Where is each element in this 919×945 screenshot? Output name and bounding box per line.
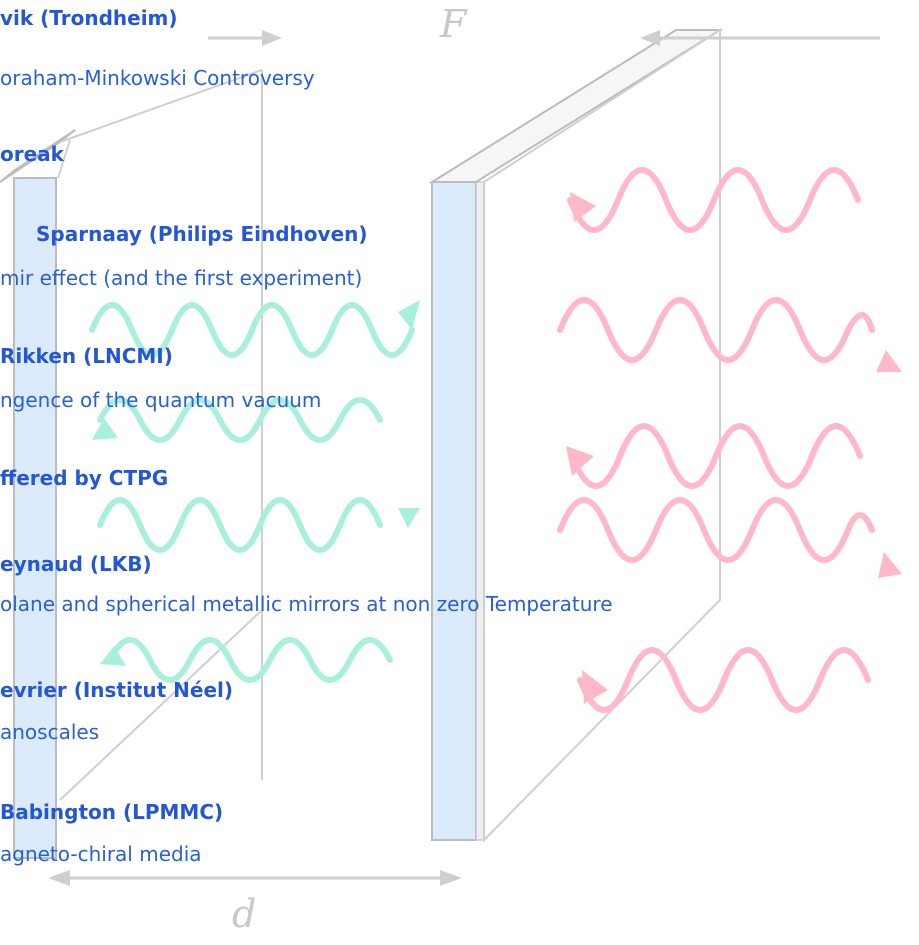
- outside-wave-5: [577, 647, 871, 713]
- speaker-name: Sparnaay (Philips Eindhoven): [36, 222, 368, 246]
- talk-title: olane and spherical metallic mirrors at …: [0, 592, 613, 616]
- outside-arrowhead-5: [582, 670, 608, 704]
- inside-arrowhead-1: [398, 300, 420, 330]
- speaker-name: oreak: [0, 142, 64, 166]
- talk-title: anoscales: [0, 720, 100, 744]
- outside-waves: [557, 167, 902, 713]
- speaker-name: evrier (Institut Néel): [0, 678, 234, 702]
- inside-arrowhead-2: [92, 418, 118, 440]
- distance-label: d: [232, 892, 257, 936]
- outside-arrowhead-2: [876, 350, 902, 372]
- speaker-name: eynaud (LKB): [0, 552, 152, 576]
- inside-wave-1: [89, 302, 415, 358]
- inside-wave-2: [97, 397, 383, 443]
- outside-wave-3: [569, 423, 863, 489]
- talk-title: agneto-chiral media: [0, 842, 202, 866]
- speaker-name: Rikken (LNCMI): [0, 344, 173, 368]
- inside-waves: [89, 300, 420, 683]
- outside-wave-2: [557, 297, 875, 363]
- inside-arrowhead-4: [100, 646, 126, 666]
- outside-arrowhead-3: [566, 446, 594, 476]
- speaker-name: Babington (LPMMC): [0, 800, 224, 824]
- talk-title: mir effect (and the first experiment): [0, 266, 363, 290]
- outside-wave-4: [557, 497, 875, 563]
- distance-arrow: [48, 870, 462, 886]
- speaker-name: ffered by CTPG: [0, 466, 169, 490]
- right-plate: [428, 28, 724, 843]
- left-plate: [0, 129, 76, 859]
- outside-wave-1: [567, 167, 861, 233]
- outside-arrowhead-1: [570, 192, 596, 222]
- outside-arrowhead-4: [878, 552, 902, 578]
- force-arrows: [208, 30, 880, 46]
- talk-title: oraham-Minkowski Controversy: [0, 66, 315, 90]
- inside-arrowhead-3: [398, 508, 420, 528]
- force-label: F: [440, 2, 467, 46]
- inside-wave-4: [107, 637, 393, 683]
- inside-wave-3: [97, 497, 383, 553]
- speaker-name: vik (Trondheim): [0, 6, 178, 30]
- talk-title: ngence of the quantum vacuum: [0, 388, 322, 412]
